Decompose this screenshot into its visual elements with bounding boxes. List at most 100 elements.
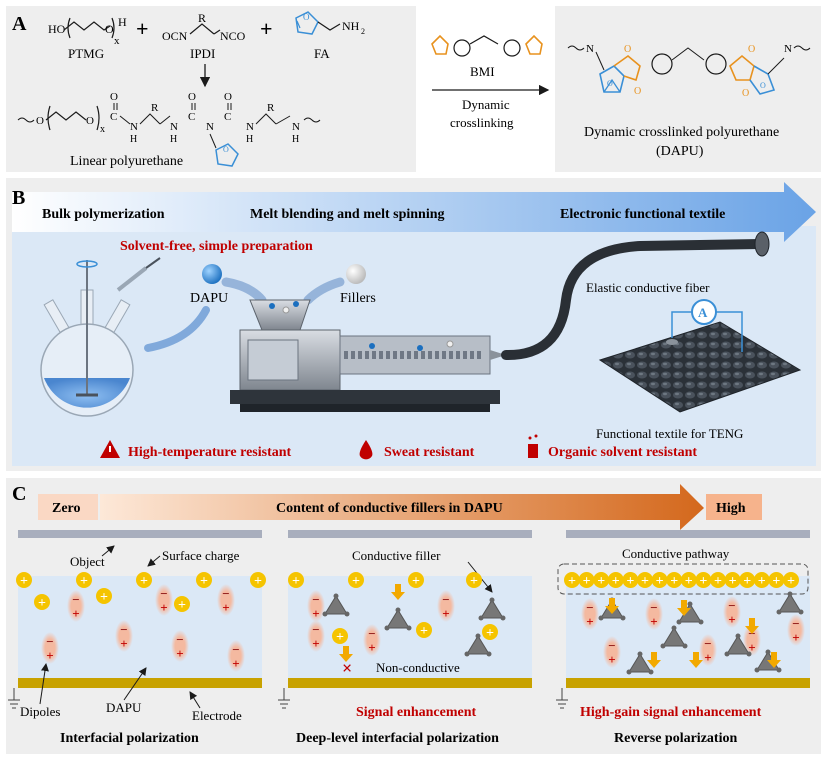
surface-charge: +	[96, 588, 112, 605]
nh2-sub: 2	[361, 27, 365, 36]
plus-2: +	[260, 16, 273, 41]
surface-charge: +	[348, 572, 364, 589]
svg-text:−: −	[72, 592, 79, 607]
zero-label: Zero	[52, 501, 81, 516]
dipole: −+	[67, 590, 85, 622]
solvent-label: Organic solvent resistant	[548, 445, 697, 460]
lpu-n1: N	[130, 121, 138, 133]
plus-1: +	[136, 16, 149, 41]
lpu-h1: H	[130, 134, 137, 145]
nco-label: NCO	[220, 29, 246, 43]
object-label: Object	[70, 554, 105, 569]
svg-text:+: +	[178, 598, 186, 613]
drop-icon	[359, 440, 373, 460]
surface-charge: +	[724, 572, 741, 589]
svg-text:+: +	[772, 574, 780, 589]
property-sweat: Sweat resistant	[359, 440, 475, 460]
dapu-co3: O	[748, 44, 755, 55]
ptmg-structure: HO O H x PTMG	[48, 15, 127, 61]
svg-text:+: +	[336, 630, 344, 645]
dapu-n1: N	[586, 43, 594, 55]
sub1-label: Interfacial polarization	[60, 731, 199, 746]
svg-text:−: −	[586, 600, 593, 615]
panel-c-letter: C	[12, 483, 26, 505]
textile-label: Functional textile for TENG	[596, 426, 743, 441]
surface-charge: +	[607, 572, 624, 589]
svg-text:+: +	[420, 624, 428, 639]
nh2-label: NH	[342, 19, 360, 33]
svg-text:+: +	[120, 636, 127, 651]
surface-charge: +	[637, 572, 653, 589]
charge-flow-arrow	[647, 652, 661, 668]
surface-charge: +	[739, 572, 756, 589]
svg-text:+: +	[612, 574, 620, 589]
conductive-filler	[660, 625, 688, 649]
svg-text:+: +	[568, 574, 576, 589]
svg-text:−: −	[46, 634, 53, 649]
dipole: −+	[171, 630, 189, 662]
filler-feed-arrow	[303, 277, 345, 305]
svg-text:+: +	[100, 590, 108, 605]
sub2-red-label: Signal enhancement	[356, 705, 477, 720]
svg-text:+: +	[583, 574, 591, 589]
surface-charge: +	[666, 572, 683, 589]
beaker-icon	[528, 444, 538, 458]
svg-text:+: +	[232, 656, 239, 671]
svg-text:+: +	[586, 614, 593, 629]
svg-text:+: +	[758, 574, 766, 589]
svg-text:−: −	[312, 592, 319, 607]
dipole: −+	[363, 624, 381, 656]
surface-charge: +	[136, 572, 152, 589]
conductive-filler	[384, 607, 412, 631]
surface-charge: +	[783, 572, 799, 589]
ipdi-structure: OCN R NCO IPDI	[162, 11, 246, 61]
surface-charge: +	[482, 624, 498, 641]
non-conductive-label: Non-conductive	[376, 660, 460, 675]
linear-polyurethane-label: Linear polyurethane	[70, 154, 183, 169]
lpu-h5: H	[292, 134, 299, 145]
fiber-label: Elastic conductive fiber	[586, 280, 710, 295]
surface-charge: +	[753, 572, 770, 589]
lpu-c2: C	[188, 111, 195, 123]
lpu-furan-o: O	[223, 145, 229, 154]
dipole: −+	[307, 620, 325, 652]
svg-text:+: +	[254, 574, 262, 589]
svg-text:+: +	[160, 600, 167, 615]
svg-text:+: +	[626, 574, 634, 589]
solvent-free-label: Solvent-free, simple preparation	[120, 239, 313, 254]
svg-text:+: +	[743, 574, 751, 589]
svg-text:+: +	[352, 574, 360, 589]
panel-b: B Bulk polymerization Melt blending and …	[6, 178, 821, 471]
dapu-o2: O	[760, 81, 766, 90]
dipole: −+	[41, 632, 59, 664]
crosslinking-label: crosslinking	[450, 115, 514, 130]
lpu-c1: C	[110, 111, 117, 123]
dapu-title-line1: Dynamic crosslinked polyurethane	[584, 125, 779, 140]
content-label: Content of conductive fillers in DAPU	[276, 501, 503, 516]
process-arrow	[12, 182, 816, 242]
svg-text:+: +	[670, 574, 678, 589]
surface-charge: +	[466, 572, 482, 589]
svg-text:+: +	[685, 574, 693, 589]
dipole: −+	[581, 598, 599, 630]
surface-charge: +	[695, 572, 712, 589]
svg-text:+: +	[650, 614, 657, 629]
cross-icon: ×	[342, 658, 352, 678]
svg-text:+: +	[728, 612, 735, 627]
svg-text:+: +	[312, 636, 319, 651]
dapu-pellet	[202, 264, 222, 284]
svg-text:−: −	[728, 598, 735, 613]
dipole: −+	[115, 620, 133, 652]
conductive-filler	[724, 633, 752, 657]
content-arrow	[100, 484, 704, 530]
dapu-title-line2: (DAPU)	[656, 144, 704, 159]
surface-charge: +	[564, 572, 580, 589]
dipole: −+	[699, 634, 717, 666]
svg-text:+: +	[748, 640, 755, 655]
fa-label: FA	[314, 46, 330, 61]
sub2-label: Deep-level interfacial polarization	[296, 731, 499, 746]
svg-text:+: +	[412, 574, 420, 589]
dipole: −+	[437, 590, 455, 622]
svg-text:+: +	[38, 596, 46, 611]
h-label: H	[118, 15, 127, 29]
